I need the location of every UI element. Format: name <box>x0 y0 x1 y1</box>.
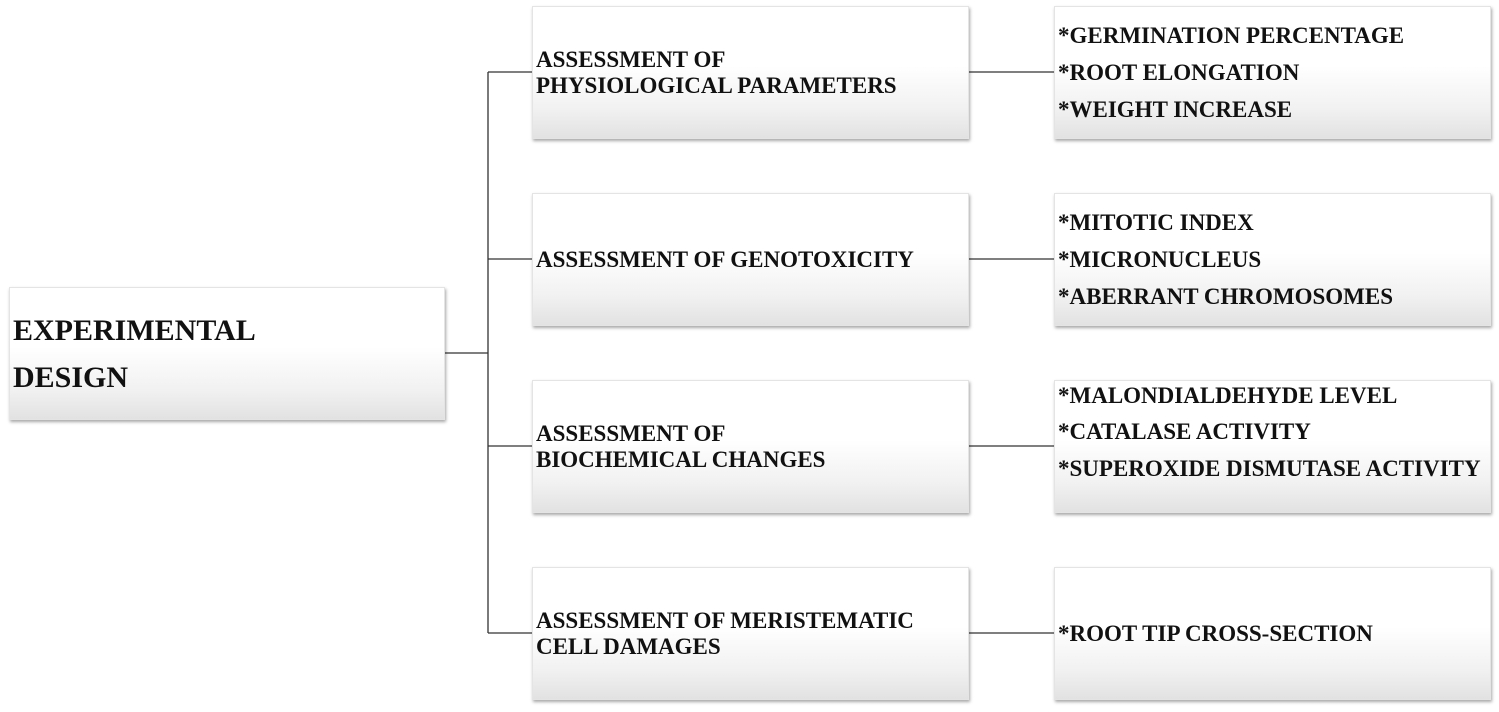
detail-node-genotoxicity: *MITOTIC INDEX *MICRONUCLEUS *ABERRANT C… <box>1054 193 1491 326</box>
detail-item: *ROOT ELONGATION <box>1058 60 1300 85</box>
detail-item: *MITOTIC INDEX <box>1058 210 1254 235</box>
detail-item: *MALONDIALDEHYDE LEVEL <box>1058 383 1398 408</box>
root-title-line-2: DESIGN <box>13 360 129 394</box>
detail-node-meristematic-cell-damages: *ROOT TIP CROSS-SECTION <box>1054 567 1491 700</box>
category-node-physiological-parameters: ASSESSMENT OF PHYSIOLOGICAL PARAMETERS <box>532 6 969 139</box>
category-node-meristematic-cell-damages: ASSESSMENT OF MERISTEMATIC CELL DAMAGES <box>532 567 969 700</box>
category-label-line: ASSESSMENT OF <box>536 46 726 72</box>
category-label-line: PHYSIOLOGICAL PARAMETERS <box>536 72 897 98</box>
root-node-experimental-design: EXPERIMENTAL DESIGN <box>9 287 445 420</box>
detail-item: *MICRONUCLEUS <box>1058 247 1262 272</box>
category-node-genotoxicity: ASSESSMENT OF GENOTOXICITY <box>532 193 969 326</box>
detail-item: *ROOT TIP CROSS-SECTION <box>1058 621 1373 646</box>
detail-node-biochemical-changes: *MALONDIALDEHYDE LEVEL *CATALASE ACTIVIT… <box>1054 380 1491 513</box>
detail-item: *CATALASE ACTIVITY <box>1058 419 1311 444</box>
detail-item: *GERMINATION PERCENTAGE <box>1058 23 1405 48</box>
root-title-line-1: EXPERIMENTAL <box>13 313 256 347</box>
category-node-biochemical-changes: ASSESSMENT OF BIOCHEMICAL CHANGES <box>532 380 969 513</box>
category-label-line: ASSESSMENT OF GENOTOXICITY <box>536 246 914 272</box>
category-label-line: ASSESSMENT OF <box>536 420 726 446</box>
detail-node-physiological-parameters: *GERMINATION PERCENTAGE *ROOT ELONGATION… <box>1054 6 1491 139</box>
category-label-line: BIOCHEMICAL CHANGES <box>536 446 826 472</box>
detail-item: *SUPEROXIDE DISMUTASE ACTIVITY <box>1058 456 1481 481</box>
detail-item: *ABERRANT CHROMOSOMES <box>1058 284 1394 309</box>
category-label-line: ASSESSMENT OF MERISTEMATIC <box>536 607 914 633</box>
category-label-line: CELL DAMAGES <box>536 633 721 659</box>
detail-item: *WEIGHT INCREASE <box>1058 97 1293 122</box>
